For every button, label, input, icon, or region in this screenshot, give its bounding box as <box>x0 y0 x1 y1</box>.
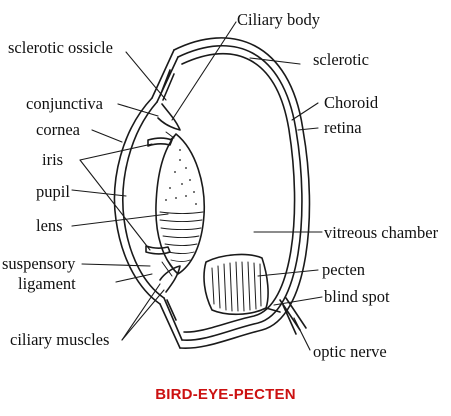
label-vitreous-chamber: vitreous chamber <box>324 223 439 242</box>
label-choroid: Choroid <box>324 93 379 112</box>
sclerotic-inner <box>177 44 303 341</box>
label-optic-nerve: optic nerve <box>313 342 387 361</box>
label-suspensory: suspensory <box>2 254 76 273</box>
lens <box>155 133 206 275</box>
label-sclerotic-ossicle: sclerotic ossicle <box>8 38 113 57</box>
suspensory-ligament-lower <box>161 257 177 277</box>
label-pecten: pecten <box>322 260 366 279</box>
iris-lower <box>145 245 171 255</box>
label-ligament: ligament <box>18 274 76 293</box>
pecten-structure <box>203 253 281 316</box>
label-pupil: pupil <box>36 182 70 201</box>
label-retina: retina <box>324 118 362 137</box>
leader-lines <box>71 21 323 351</box>
suspensory-ligament-upper <box>165 131 177 141</box>
ciliary-body-lower <box>159 265 181 293</box>
diagram-caption: BIRD-EYE-PECTEN <box>155 386 296 403</box>
lens-fibers <box>159 211 204 262</box>
label-iris: iris <box>42 150 64 169</box>
label-conjunctiva: conjunctiva <box>26 94 103 113</box>
retina-layer <box>181 52 296 333</box>
label-blind-spot: blind spot <box>324 287 390 306</box>
ossicle-upper <box>151 49 179 103</box>
label-ciliary-muscles: ciliary muscles <box>10 330 110 349</box>
cornea-outer <box>113 97 161 305</box>
ossicle-lower <box>159 297 183 349</box>
ciliary-body-upper <box>157 103 181 131</box>
cornea-inner <box>122 101 165 299</box>
label-cornea: cornea <box>36 120 80 139</box>
sclerotic-outer <box>173 37 311 349</box>
lens-dots <box>165 149 197 205</box>
iris-upper <box>147 137 173 147</box>
label-lens: lens <box>36 216 63 235</box>
label-ciliary-body: Ciliary body <box>237 10 320 29</box>
label-sclerotic: sclerotic <box>313 50 369 69</box>
